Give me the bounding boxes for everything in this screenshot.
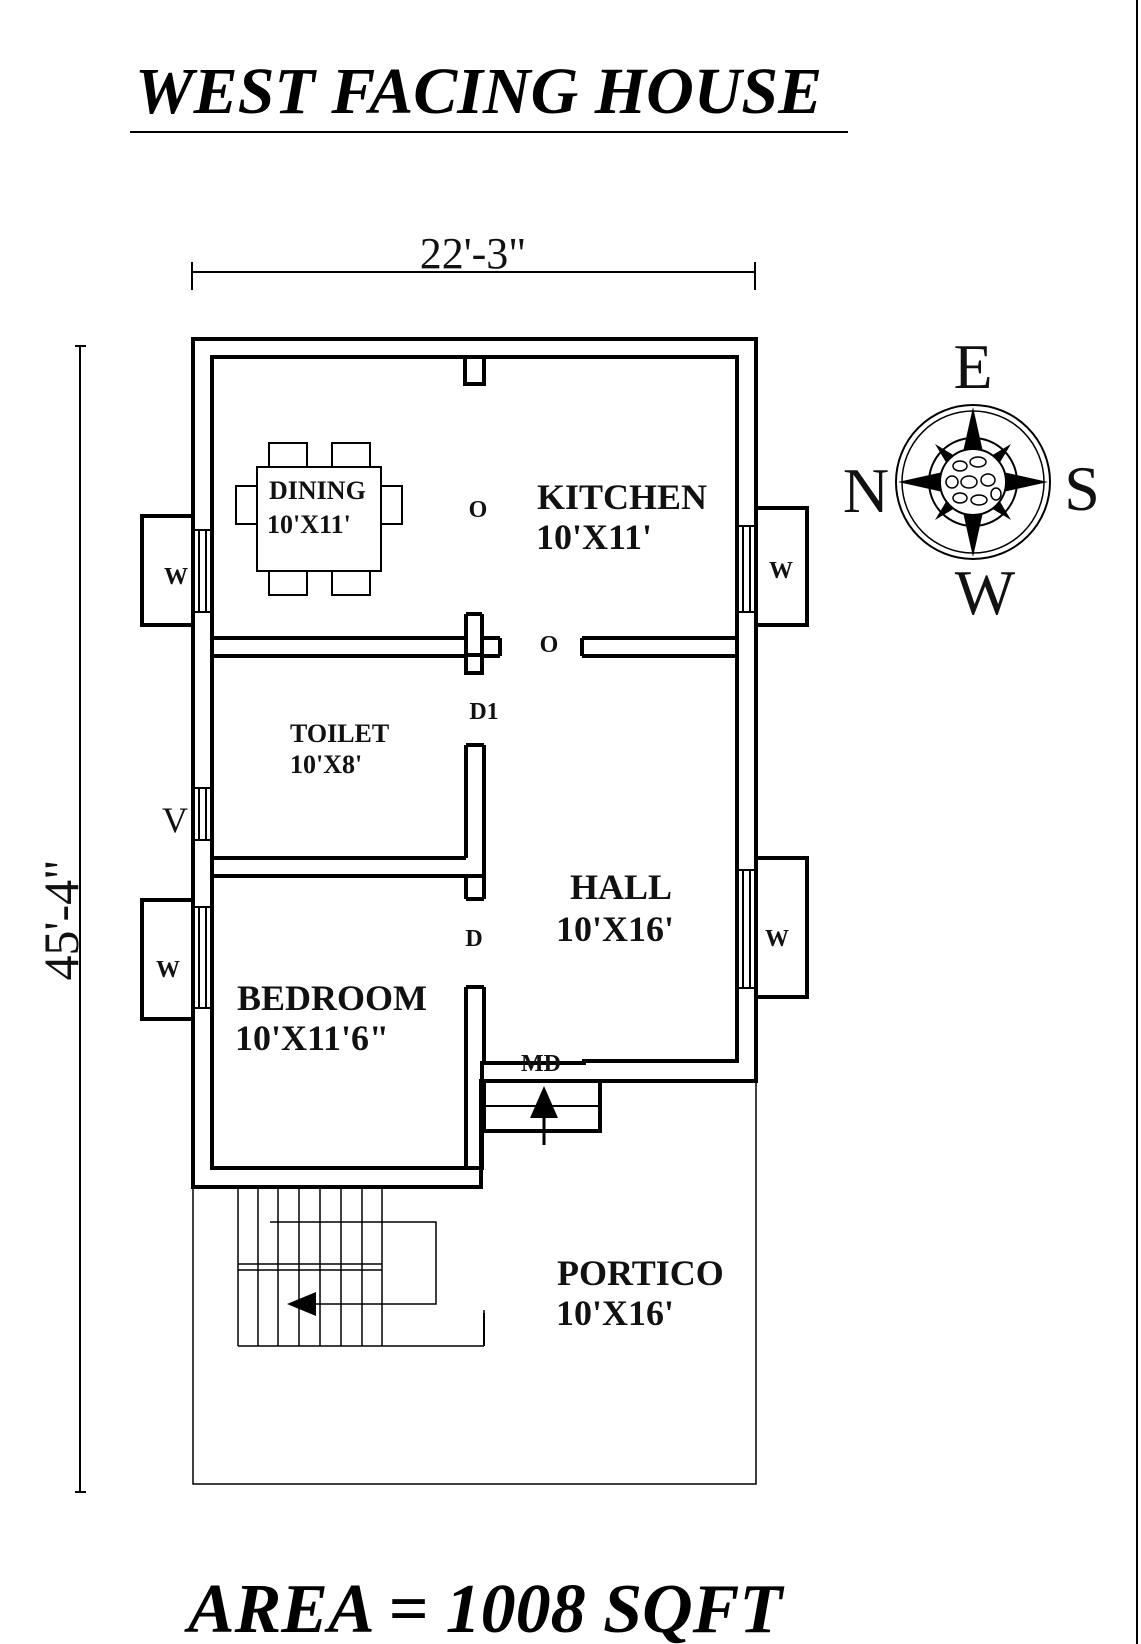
compass-label-south: S (1064, 453, 1100, 524)
opening-marker-hall: O (540, 632, 559, 658)
dining-label: DINING (269, 476, 366, 505)
compass-label-west: W (955, 557, 1016, 628)
ventilator-marker: V (162, 800, 188, 840)
compass-icon (895, 404, 1051, 560)
hall-label: HALL (570, 867, 672, 907)
hall-size: 10'X16' (556, 909, 674, 949)
door-marker-toilet: D1 (469, 699, 498, 725)
main-door-marker: MD (521, 1051, 561, 1077)
portico-size: 10'X16' (556, 1293, 674, 1333)
toilet-walls (212, 743, 486, 901)
length-dimension-line (75, 345, 86, 1493)
window-kitchen-left (140, 514, 213, 627)
window-toilet-ventilator (192, 787, 213, 841)
opening-marker-kitchen: O (469, 497, 488, 523)
staircase-icon (237, 1187, 485, 1347)
window-marker-hall: W (765, 926, 789, 952)
portico-boundary (192, 1081, 757, 1485)
window-kitchen-right (736, 506, 809, 627)
toilet-size: 10'X8' (290, 750, 362, 779)
portico-label: PORTICO (557, 1253, 724, 1293)
kitchen-bottom-wall (212, 612, 737, 675)
kitchen-size: 10'X11' (536, 517, 652, 557)
compass-label-north: N (843, 455, 889, 526)
window-bedroom (140, 898, 213, 1021)
bedroom-size: 10'X11'6" (235, 1018, 389, 1058)
plan-title: WEST FACING HOUSE (135, 55, 822, 128)
door-marker-bedroom: D (465, 926, 482, 952)
width-dimension-label: 22'-3" (420, 229, 527, 278)
length-dimension-label: 45'-4" (33, 859, 89, 980)
dining-size: 10'X11' (267, 510, 351, 539)
window-hall (736, 856, 809, 999)
window-marker-bedroom: W (156, 957, 180, 983)
area-label: AREA = 1008 SQFT (184, 1571, 785, 1644)
dining-table-icon (235, 442, 403, 596)
width-dimension-line (191, 262, 756, 290)
kitchen-label: KITCHEN (537, 477, 707, 517)
top-wall-stub (463, 357, 486, 386)
entry-arrow-icon (530, 1086, 558, 1145)
bedroom-right-wall (464, 985, 486, 1168)
bedroom-label: BEDROOM (237, 978, 427, 1018)
window-marker-kitchen-right: W (769, 558, 793, 584)
compass-label-east: E (953, 331, 992, 402)
window-marker-kitchen-left: W (164, 564, 188, 590)
toilet-label: TOILET (290, 719, 389, 748)
